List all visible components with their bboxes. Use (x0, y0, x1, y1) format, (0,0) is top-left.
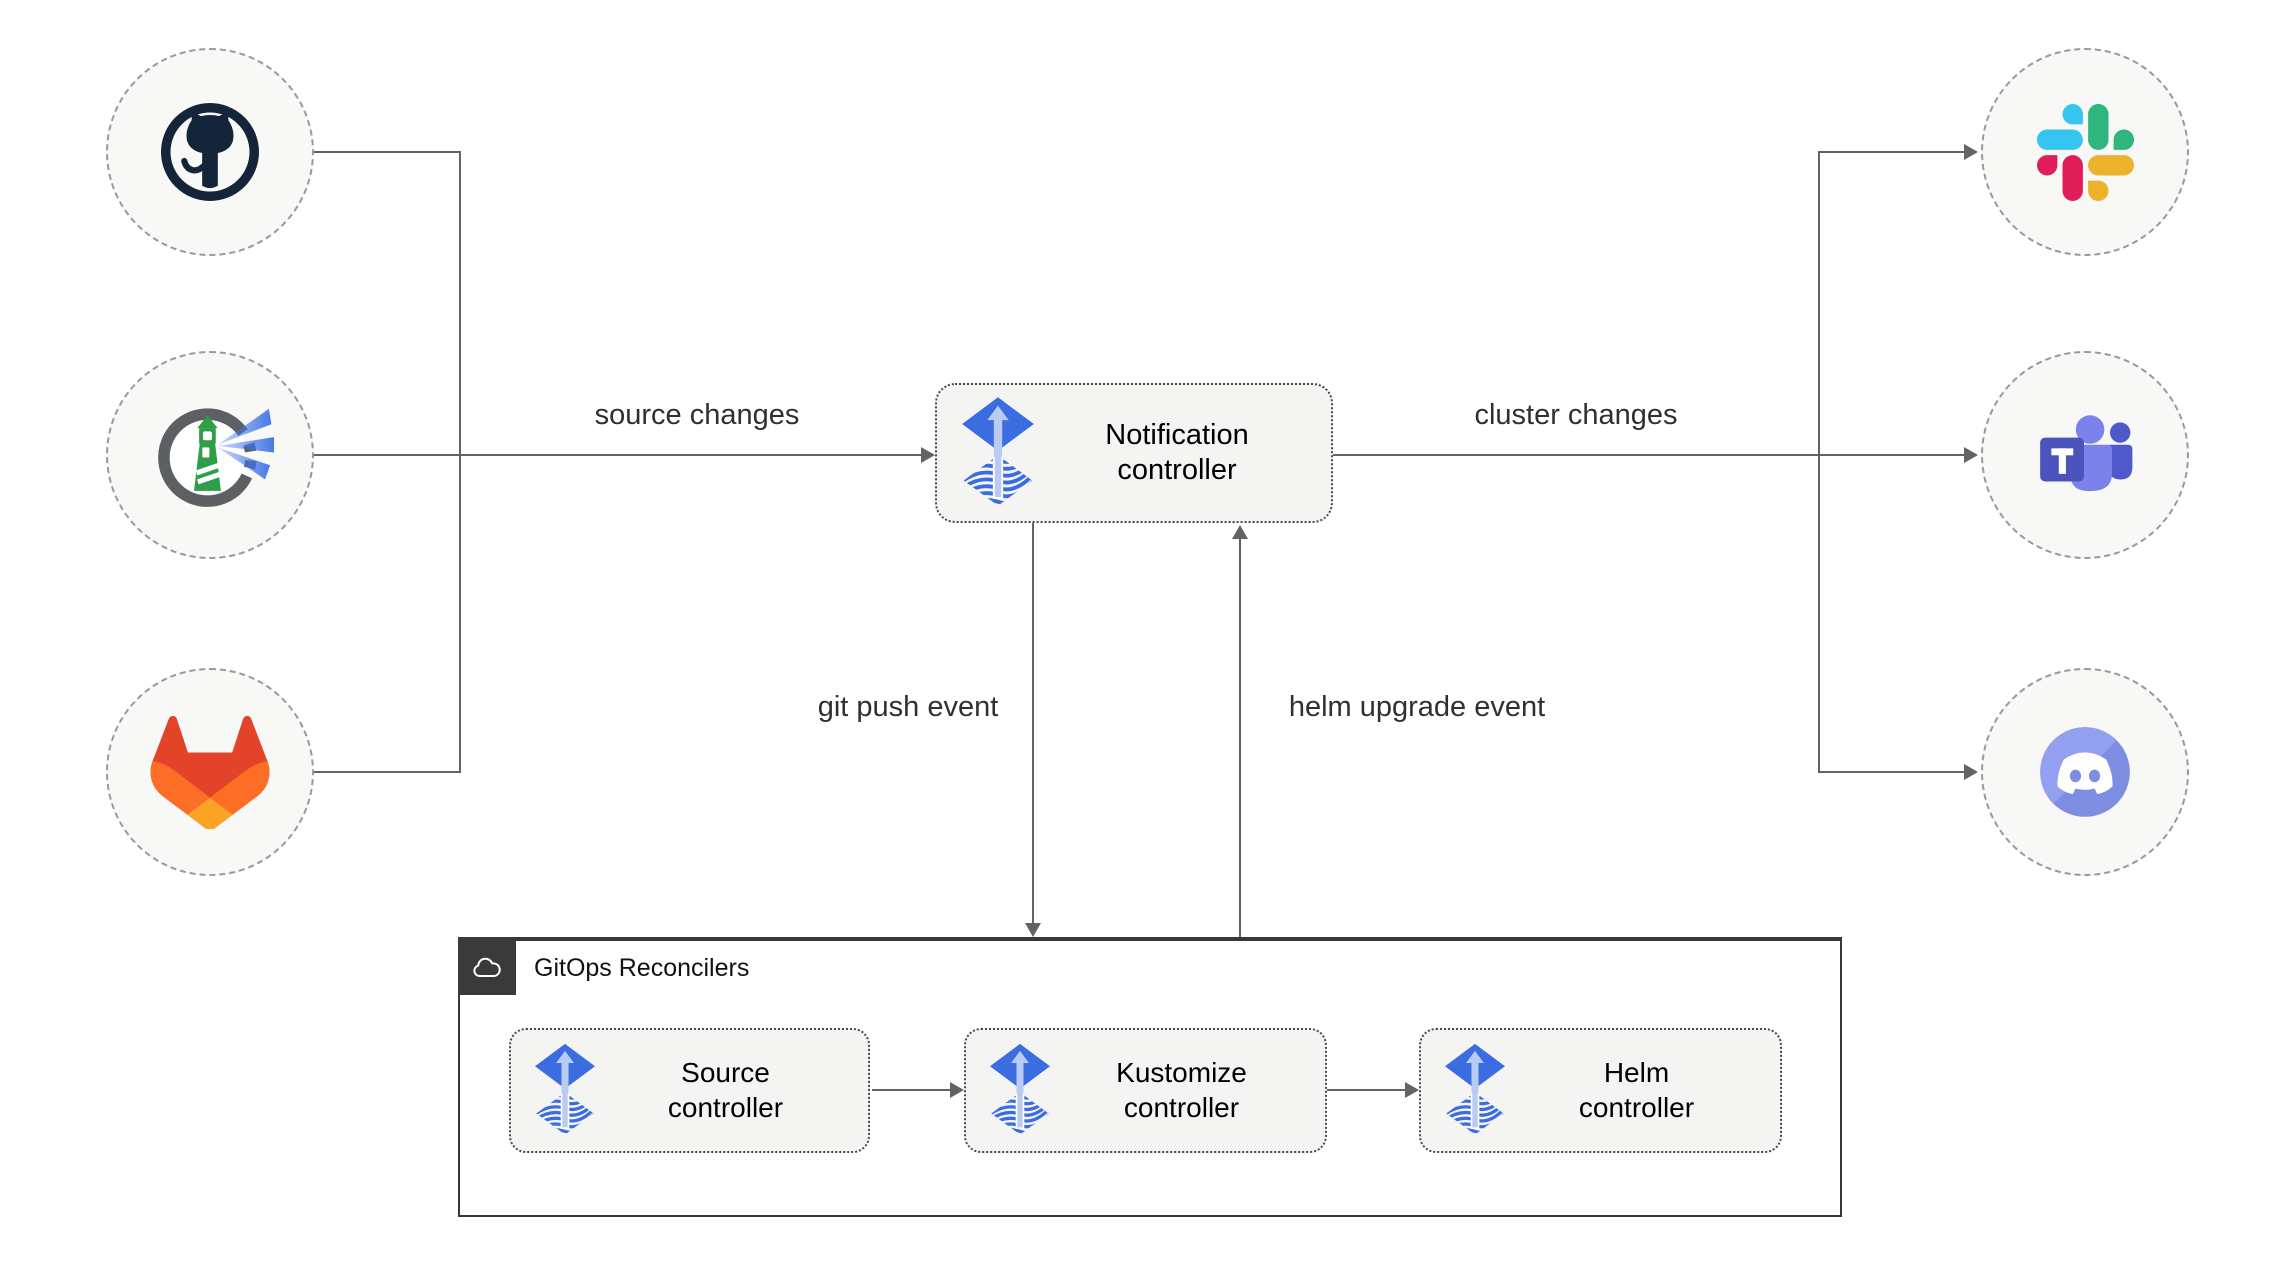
github-icon (154, 96, 266, 208)
edge-helm-upgrade-line (1239, 539, 1241, 937)
edge-teams-line (1819, 454, 1964, 456)
arrowhead-into-reconcilers (1025, 923, 1041, 937)
node-github (106, 48, 314, 256)
edge-label-source-changes: source changes (594, 399, 800, 431)
discord-icon (2029, 716, 2141, 828)
node-kustomize-controller: Kustomize controller (964, 1028, 1327, 1153)
flux-icon (959, 395, 1037, 511)
kustomize-controller-label: Kustomize controller (1116, 1057, 1247, 1123)
edge-label-git-push-event: git push event (817, 691, 999, 723)
edge-discord-line (1819, 771, 1964, 773)
group-title: GitOps Reconcilers (534, 954, 750, 982)
node-gitlab (106, 668, 314, 876)
harbor-lighthouse-icon (146, 391, 274, 519)
node-discord (1981, 668, 2189, 876)
slack-icon (2036, 103, 2134, 201)
edge-right-bus (1818, 151, 1820, 773)
arrowhead-into-notification-bottom (1232, 525, 1248, 539)
edge-git-push-line (1032, 523, 1034, 923)
arrowhead-into-slack (1964, 144, 1978, 160)
helm-controller-label: Helm controller (1578, 1057, 1695, 1123)
notification-controller-label: Notification controller (1105, 418, 1249, 486)
cloud-icon (469, 951, 505, 981)
gitlab-icon (149, 715, 271, 829)
source-controller-label: Source controller (667, 1057, 784, 1123)
node-notification-controller: Notification controller (935, 383, 1333, 523)
flux-icon (988, 1042, 1052, 1139)
node-slack (1981, 48, 2189, 256)
group-badge (458, 937, 516, 995)
node-harbor (106, 351, 314, 559)
arrowhead-into-helm (1405, 1082, 1419, 1098)
arrowhead-into-teams (1964, 447, 1978, 463)
node-ms-teams (1981, 351, 2189, 559)
edge-source-to-kustomize (872, 1089, 950, 1091)
edge-left-bus (459, 151, 461, 773)
edge-kustomize-to-helm (1327, 1089, 1405, 1091)
ms-teams-icon (2032, 410, 2138, 500)
edge-label-cluster-changes: cluster changes (1474, 399, 1678, 431)
arrowhead-into-kustomize (950, 1082, 964, 1098)
edge-slack-line (1819, 151, 1964, 153)
node-helm-controller: Helm controller (1419, 1028, 1782, 1153)
arrowhead-into-discord (1964, 764, 1978, 780)
edge-cluster-changes-line (1333, 454, 1819, 456)
flux-icon (533, 1042, 597, 1139)
edge-source-changes-line (314, 454, 921, 456)
arrowhead-into-notification (921, 447, 935, 463)
flux-icon (1443, 1042, 1507, 1139)
node-source-controller: Source controller (509, 1028, 870, 1153)
edge-github-line (314, 151, 460, 153)
edge-gitlab-line (314, 771, 460, 773)
edge-label-helm-upgrade-event: helm upgrade event (1288, 691, 1546, 723)
